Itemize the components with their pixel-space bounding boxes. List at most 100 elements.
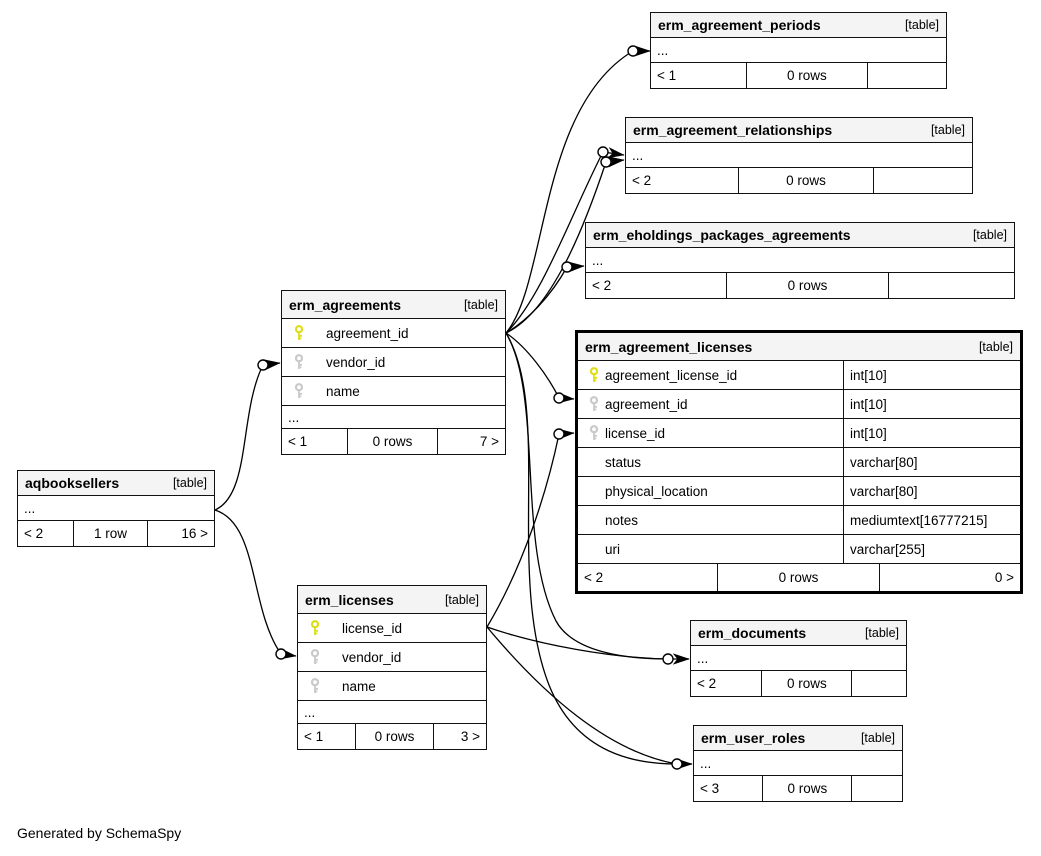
footer-parents: < 1 xyxy=(288,434,308,449)
table-header: erm_agreement_licenses [table] xyxy=(578,333,1020,361)
foreign-key-icon xyxy=(589,425,599,441)
column-name: physical_location xyxy=(605,483,708,499)
edge-aqbooksellers-erm_agreements xyxy=(214,364,264,511)
table-title: erm_licenses xyxy=(305,591,394,608)
table-title: erm_agreement_licenses xyxy=(585,338,753,355)
table-node-aqbooksellers[interactable]: aqbooksellers [table] ... < 2 1 row 16 > xyxy=(17,470,215,547)
table-header: erm_agreement_relationships [table] xyxy=(626,118,972,143)
column-name: name xyxy=(342,678,376,694)
table-title: aqbooksellers xyxy=(25,475,120,491)
column-row: status varchar[80] xyxy=(578,448,1020,477)
column-row: name xyxy=(282,377,505,406)
footer-parents: < 2 xyxy=(24,526,44,541)
foreign-key-icon xyxy=(310,678,320,694)
edge-erm_licenses-erm_agreement_licenses xyxy=(486,433,560,628)
table-node-erm_licenses[interactable]: erm_licenses [table] license_id vendor_i… xyxy=(297,585,487,750)
footer-children: 7 > xyxy=(436,429,505,454)
table-node-erm_agreement_licenses[interactable]: erm_agreement_licenses [table] agreement… xyxy=(575,330,1023,594)
footer-parents: < 2 xyxy=(592,278,612,293)
table-footer: < 2 0 rows xyxy=(691,671,906,696)
primary-key-icon xyxy=(310,620,320,636)
edge-aqbooksellers-erm_licenses xyxy=(214,509,282,655)
column-type: varchar[80] xyxy=(850,483,918,499)
column-row: uri varchar[255] xyxy=(578,535,1020,564)
table-node-erm_agreements[interactable]: erm_agreements [table] agreement_id vend… xyxy=(281,290,506,455)
table-footer: < 3 0 rows xyxy=(694,776,902,801)
column-row: physical_location varchar[80] xyxy=(578,477,1020,506)
footer-children xyxy=(872,168,972,193)
table-title: erm_agreement_relationships xyxy=(633,122,833,138)
foreign-key-icon xyxy=(310,649,320,665)
footer-children xyxy=(851,776,902,801)
column-row: agreement_license_id int[10] xyxy=(578,361,1020,390)
table-ellipsis-row: ... xyxy=(586,248,1014,273)
table-tag: [table] xyxy=(463,297,498,312)
table-tag: [table] xyxy=(860,731,895,745)
table-ellipsis-row: ... xyxy=(694,751,902,776)
column-name: name xyxy=(326,383,360,399)
column-name: notes xyxy=(605,512,639,528)
table-footer: < 2 1 row 16 > xyxy=(18,521,214,546)
footer-parents: < 3 xyxy=(700,781,720,796)
footer-parents: < 2 xyxy=(584,570,604,585)
table-ellipsis-row: ... xyxy=(282,406,505,429)
primary-key-icon xyxy=(294,325,304,341)
table-header: erm_agreement_periods [table] xyxy=(651,13,946,38)
table-header: erm_documents [table] xyxy=(691,621,906,646)
column-name: vendor_id xyxy=(326,354,386,370)
column-row: notes mediumtext[16777215] xyxy=(578,506,1020,535)
footer-rowcount: 0 rows xyxy=(347,429,436,454)
footer-children xyxy=(866,63,946,88)
table-ellipsis-row: ... xyxy=(298,701,486,724)
table-tag: [table] xyxy=(930,123,965,137)
column-name: uri xyxy=(605,541,621,557)
table-header: erm_eholdings_packages_agreements [table… xyxy=(586,223,1014,248)
table-node-erm_user_roles[interactable]: erm_user_roles [table] ... < 3 0 rows xyxy=(693,725,903,802)
column-type: varchar[80] xyxy=(850,454,918,470)
relationship-circle xyxy=(553,392,565,404)
table-ellipsis-row: ... xyxy=(651,38,946,63)
generated-by-note: Generated by SchemaSpy xyxy=(17,825,182,841)
column-type: int[10] xyxy=(850,396,887,412)
footer-children: 16 > xyxy=(146,521,214,546)
foreign-key-icon xyxy=(589,396,599,412)
table-tag: [table] xyxy=(444,592,479,607)
footer-rowcount: 0 rows xyxy=(355,724,432,749)
primary-key-icon xyxy=(589,367,599,383)
column-type: varchar[255] xyxy=(850,541,926,557)
column-row: license_id int[10] xyxy=(578,419,1020,448)
edge-erm_agreements-erm_agreement_licenses xyxy=(505,332,560,399)
relationship-circle xyxy=(561,261,573,273)
edge-erm_licenses-erm_user_roles xyxy=(486,626,678,765)
edge-erm_agreements-erm_user_roles xyxy=(505,332,678,765)
table-footer: < 1 0 rows 7 > xyxy=(282,429,505,454)
footer-rowcount: 0 rows xyxy=(738,168,872,193)
footer-rowcount: 0 rows xyxy=(726,273,887,298)
relationship-circle xyxy=(671,758,683,770)
footer-parents: < 1 xyxy=(304,729,324,744)
table-footer: < 2 0 rows 0 > xyxy=(578,564,1020,591)
column-row: name xyxy=(298,672,486,701)
column-name: license_id xyxy=(605,425,666,441)
column-name: agreement_id xyxy=(605,396,688,412)
edge-erm_licenses-erm_documents xyxy=(486,626,669,660)
table-title: erm_agreements xyxy=(289,296,402,313)
column-name: agreement_license_id xyxy=(605,367,738,383)
table-title: erm_documents xyxy=(698,625,807,641)
column-row: agreement_id xyxy=(282,319,505,348)
column-name: status xyxy=(605,454,642,470)
table-ellipsis-row: ... xyxy=(18,496,214,521)
footer-children: 0 > xyxy=(878,564,1020,591)
table-header: aqbooksellers [table] xyxy=(18,471,214,496)
table-node-erm_agreement_periods[interactable]: erm_agreement_periods [table] ... < 1 0 … xyxy=(650,12,947,89)
table-node-erm_agreement_relationships[interactable]: erm_agreement_relationships [table] ... … xyxy=(625,117,973,194)
footer-parents: < 1 xyxy=(657,68,677,83)
column-type: int[10] xyxy=(850,367,887,383)
table-node-erm_documents[interactable]: erm_documents [table] ... < 2 0 rows xyxy=(690,620,907,697)
column-name: vendor_id xyxy=(342,649,402,665)
table-tag: [table] xyxy=(172,476,207,490)
footer-children xyxy=(887,273,1014,298)
footer-rowcount: 1 row xyxy=(73,521,146,546)
table-node-erm_eholdings_packages_agreements[interactable]: erm_eholdings_packages_agreements [table… xyxy=(585,222,1015,299)
